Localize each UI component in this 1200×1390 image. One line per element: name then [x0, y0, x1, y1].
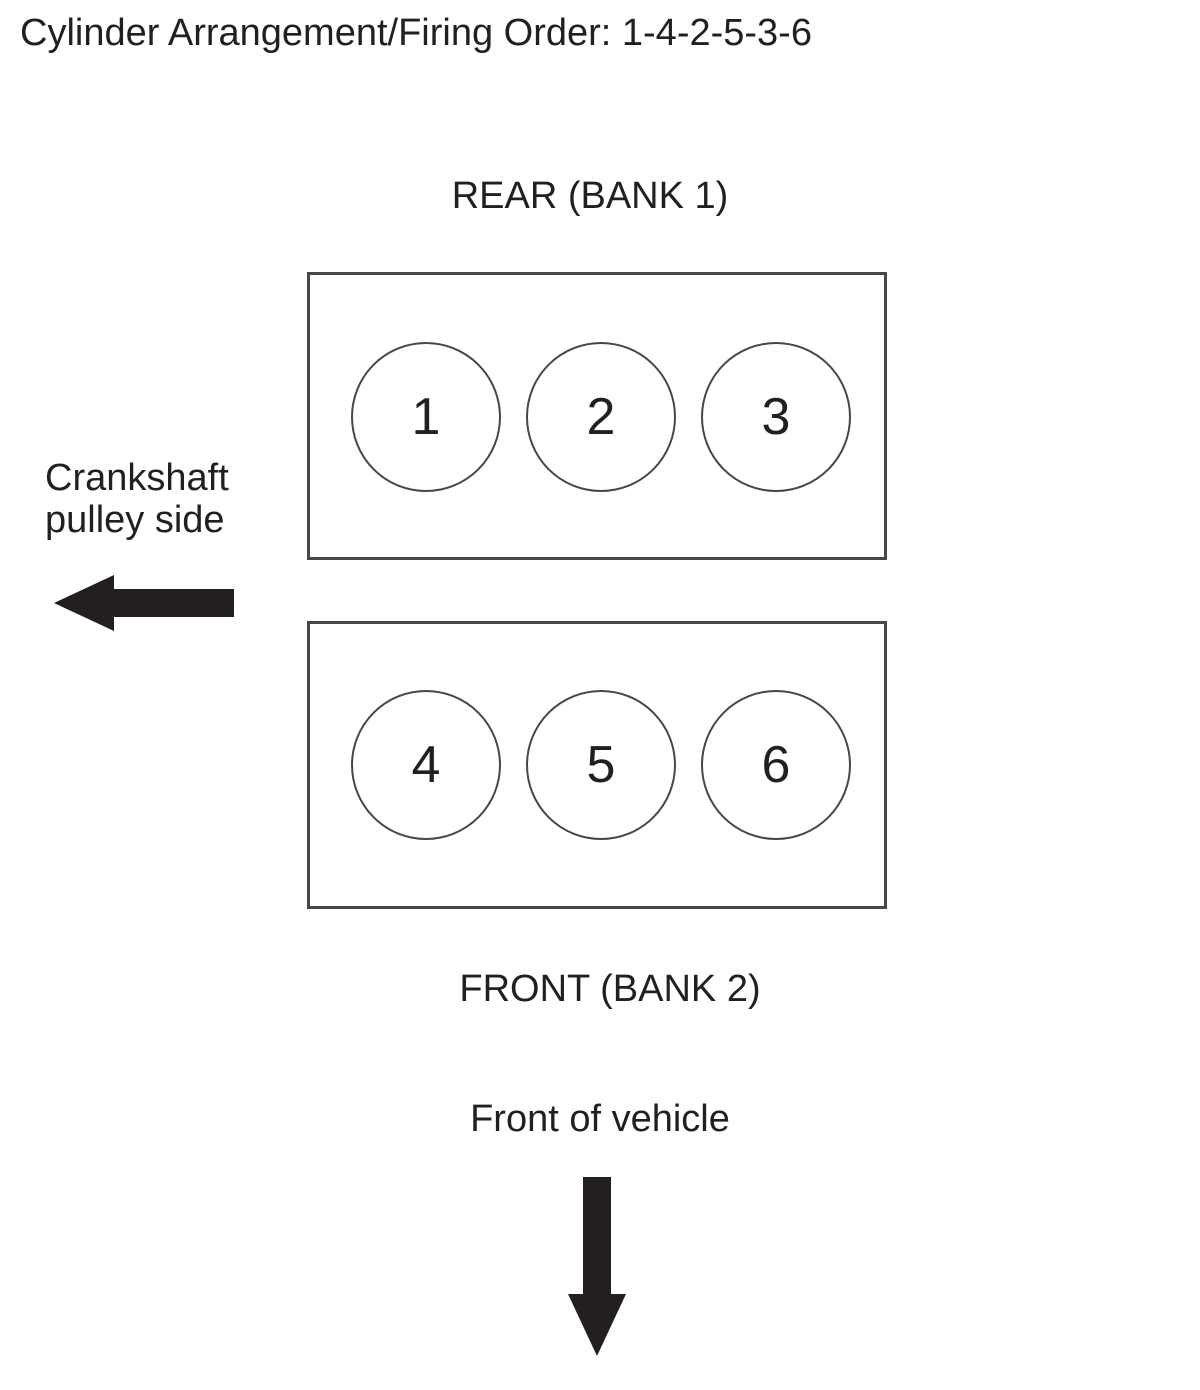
front-bank-box: 4 5 6 — [307, 621, 887, 909]
cylinder-3: 3 — [701, 342, 851, 492]
cylinder-2: 2 — [526, 342, 676, 492]
arrow-left-icon — [54, 575, 234, 631]
cylinder-5: 5 — [526, 690, 676, 840]
arrow-down-icon — [568, 1177, 626, 1356]
cylinder-4: 4 — [351, 690, 501, 840]
front-of-vehicle-label: Front of vehicle — [470, 1098, 730, 1140]
page-title: Cylinder Arrangement/Firing Order: 1-4-2… — [20, 12, 812, 54]
rear-bank-label: REAR (BANK 1) — [451, 175, 729, 217]
crankshaft-label-line-1: Crankshaft — [45, 457, 229, 499]
cylinder-6: 6 — [701, 690, 851, 840]
cylinder-1: 1 — [351, 342, 501, 492]
rear-bank-box: 1 2 3 — [307, 272, 887, 560]
crankshaft-pulley-label: Crankshaft pulley side — [45, 457, 229, 541]
crankshaft-label-line-2: pulley side — [45, 499, 225, 541]
front-bank-label: FRONT (BANK 2) — [459, 968, 761, 1010]
